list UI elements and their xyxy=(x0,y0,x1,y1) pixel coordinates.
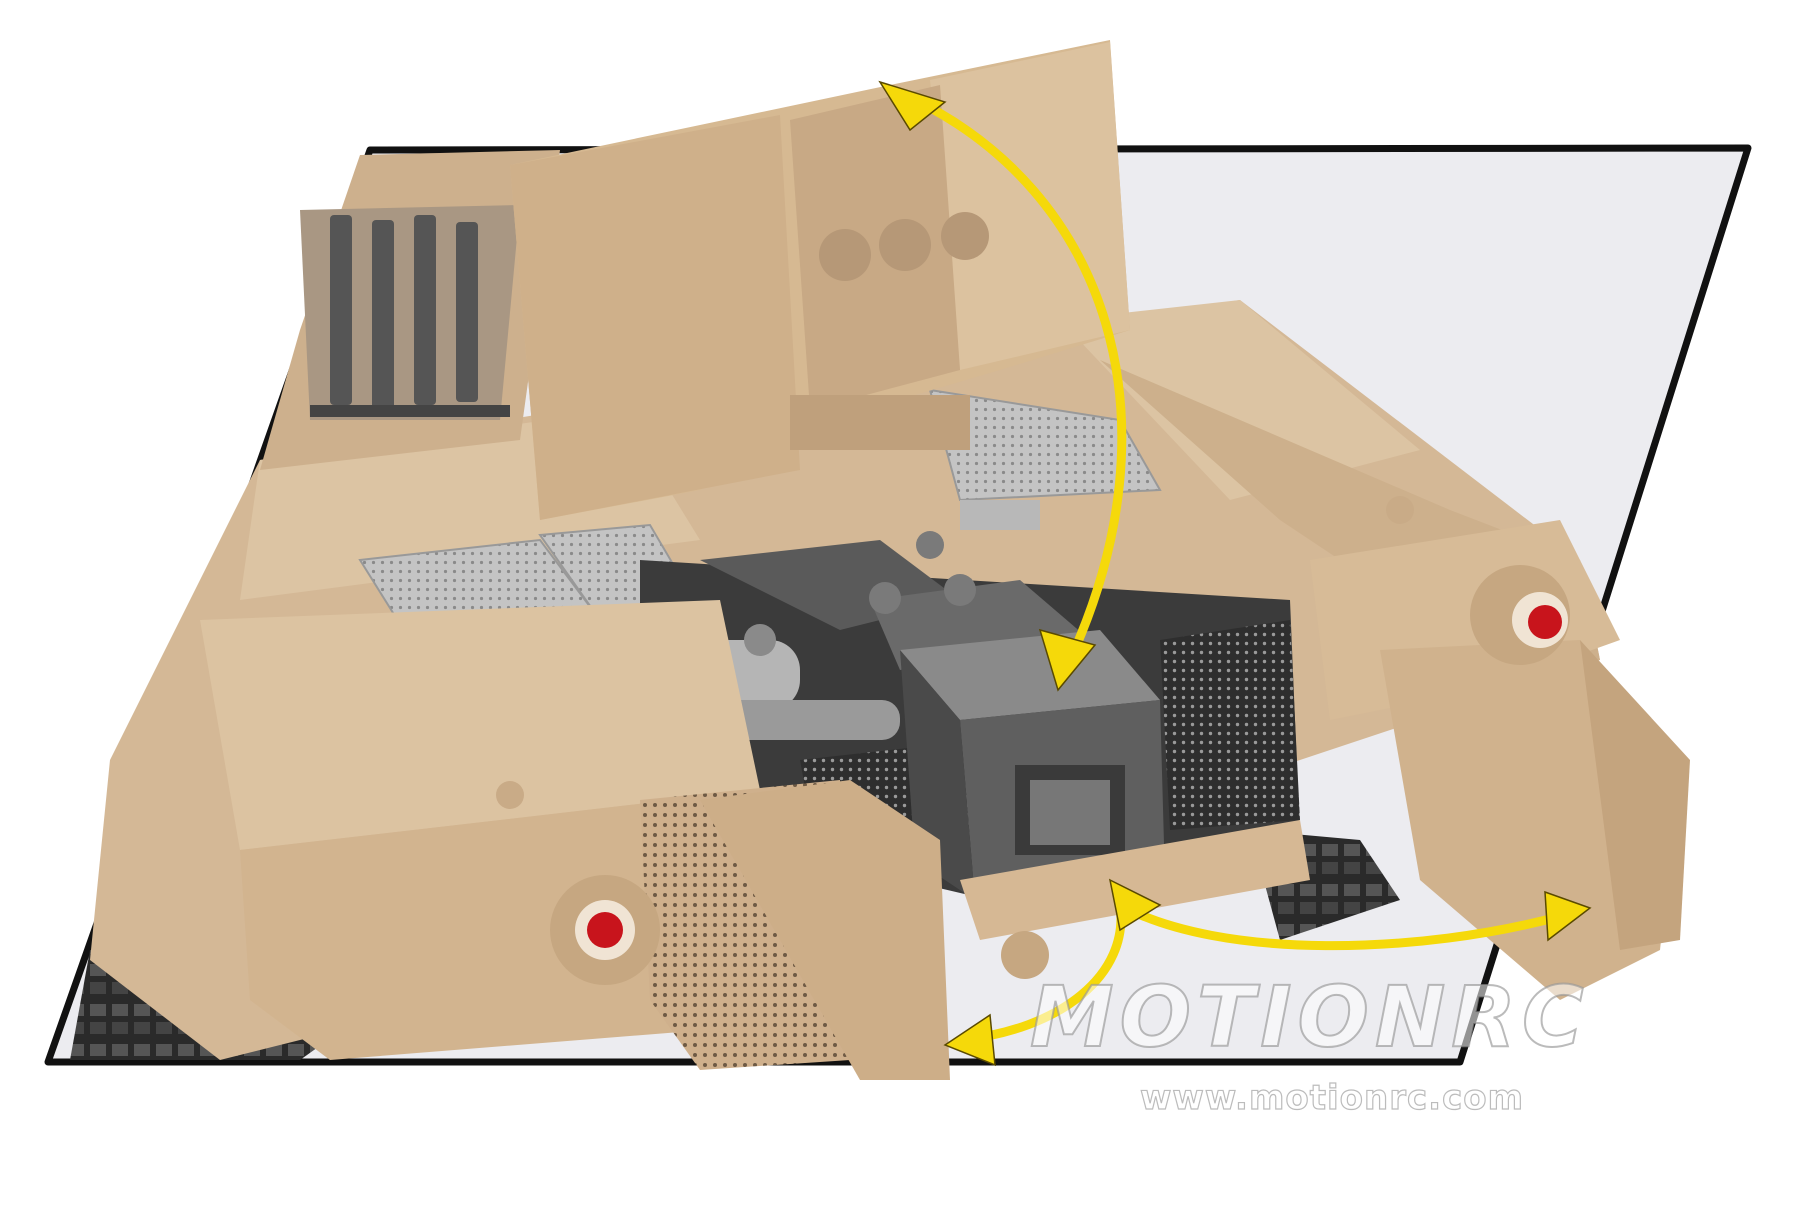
raised-engine-hatch xyxy=(510,40,1130,520)
turret-rear xyxy=(260,150,560,470)
right-tail-light xyxy=(1470,565,1570,665)
watermark-logo: MOTIONRC xyxy=(1029,967,1590,1067)
rear-plate xyxy=(960,820,1310,979)
curved-double-arrow-icon xyxy=(878,80,1097,692)
left-tail-light xyxy=(550,875,660,985)
left-rear-block xyxy=(200,600,950,1080)
watermark-url: www.motionrc.com xyxy=(1139,1077,1525,1118)
right-rear-block xyxy=(1310,496,1690,1000)
curved-double-arrow-icon xyxy=(900,90,1127,665)
curved-double-arrow-icon xyxy=(943,878,1592,1067)
curved-double-arrow-icon xyxy=(955,900,1570,1045)
